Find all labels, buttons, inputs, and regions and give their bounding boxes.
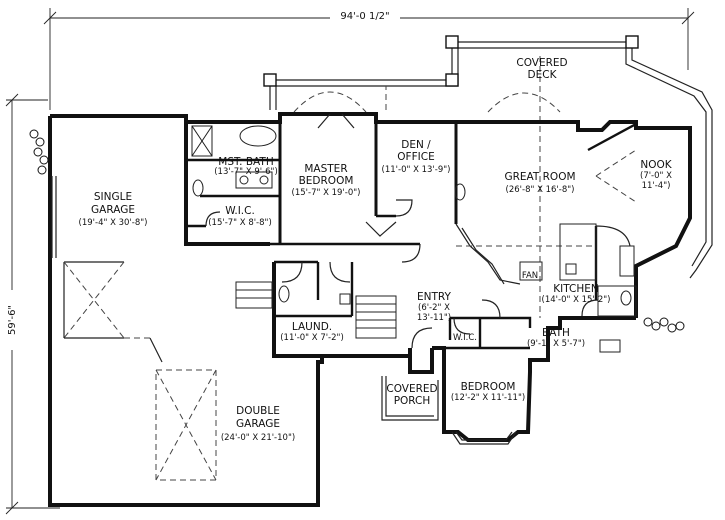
bedroom-size: (12'-2" X 11'-11") [451,393,525,403]
den-office-size: (11'-0" X 13'-9") [382,165,451,175]
entry-size-2: 13'-11") [417,313,451,323]
kitchen-label: KITCHEN [553,283,599,295]
landscape-stones-right [643,317,685,333]
garage-features [51,176,217,481]
small-wic-label: W.I.C. [453,333,477,343]
covered-deck-label-2: DECK [528,69,558,81]
single-garage-size: (19'-4" X 30'-8") [79,218,148,228]
double-garage-size: (24'-0" X 21'-10") [221,433,295,443]
nook-size-1: (7'-0" X [640,171,672,181]
master-bedroom-label-1: MASTER [304,163,347,175]
overall-width-dimension: 94'-0 1/2" [43,8,695,110]
stairs [235,281,397,339]
exterior-walls [48,112,692,507]
fixtures [191,125,635,353]
master-bedroom-label-2: BEDROOM [299,175,354,187]
mst-bath-size: (13'-7" X 9'-6") [214,167,278,177]
bedroom-label: BEDROOM [461,381,516,393]
laundry-size: (11'-0" X 7'-2") [280,333,344,343]
covered-deck-label-1: COVERED [516,57,567,69]
den-office-label-2: OFFICE [397,151,434,163]
single-garage-label-1: SINGLE [94,191,132,203]
wic-label: W.I.C. [225,205,255,217]
room-labels: SINGLE GARAGE (19'-4" X 30'-8") MST. BAT… [79,139,673,443]
entry-size-1: (6'-2" X [418,303,450,313]
nook-label: NOOK [640,159,672,171]
bath-label: BATH [542,327,570,339]
nook-size-2: 11'-4") [642,181,671,191]
fan-label: FAN [522,271,538,281]
double-garage-label-1: DOUBLE [236,405,280,417]
covered-porch-label-1: COVERED [386,383,437,395]
den-office-label-1: DEN / [401,139,431,151]
laundry-label: LAUND. [292,321,332,333]
bay-windows [451,431,517,445]
covered-porch-label-2: PORCH [394,395,431,407]
double-garage-label-2: GARAGE [236,418,280,430]
overall-width-label: 94'-0 1/2" [340,11,389,22]
great-room-size: (26'-8" X 16'-8") [506,185,575,195]
great-room-features: FAN [455,126,637,318]
overall-depth-label: 59'-6" [7,305,18,335]
wic-size: (15'-7" X 8'-8") [208,218,272,228]
kitchen-size: (14'-0" X 15'-2") [542,295,611,305]
overall-depth-dimension: 59'-6" [2,93,60,515]
mst-bath-label: MST. BATH [218,156,273,168]
landscape-stones-left [29,129,49,175]
single-garage-label-2: GARAGE [91,204,135,216]
master-bedroom-size: (15'-7" X 19'-0") [292,188,361,198]
covered-porch: COVERED PORCH [381,376,439,421]
entry-label: ENTRY [417,291,452,303]
bath-size: (9'-1" X 5'-7") [527,339,585,349]
great-room-label: GREAT ROOM [504,171,575,183]
covered-deck: COVERED DECK [263,35,713,279]
doors-and-swings [205,113,599,349]
